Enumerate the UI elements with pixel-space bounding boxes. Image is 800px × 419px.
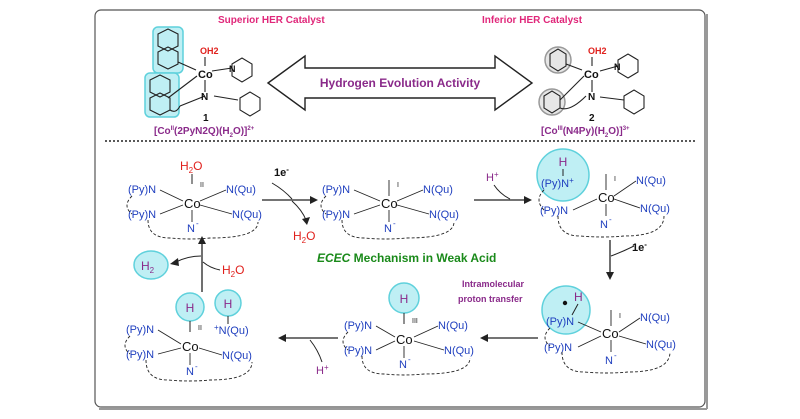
- species-co-ii-aqua: H2O (Py)N (Py)N N(Qu) N(Qu) Co II N -: [126, 159, 262, 240]
- svg-text:N: N: [600, 219, 608, 231]
- svg-text:(Py)N: (Py)N: [126, 324, 154, 336]
- svg-text:(Py)N: (Py)N: [344, 345, 372, 357]
- svg-text:N(Qu): N(Qu): [640, 203, 670, 215]
- species-radical: H (Py)N (Py)N N(Qu) N(Qu) Co I N -: [541, 285, 676, 374]
- pyridine-highlight-2: [538, 88, 566, 116]
- superior-title: Superior HER Catalyst: [218, 15, 325, 26]
- mechanism-title: ECEC Mechanism in Weak Acid: [317, 251, 496, 265]
- svg-text:-: -: [393, 219, 396, 228]
- cat1-oh2: OH2: [200, 46, 219, 56]
- svg-text:II: II: [200, 182, 204, 189]
- svg-text:N: N: [186, 366, 194, 378]
- svg-text:N(Qu): N(Qu): [444, 345, 474, 357]
- cat2-nitrogen-py: N: [614, 62, 621, 72]
- species-co-i-protonated: H (Py)N+ (Py)N N(Qu) N(Qu) Co I N -: [536, 148, 670, 238]
- cat1-cobalt: Co: [198, 69, 213, 81]
- svg-text:H: H: [559, 155, 568, 169]
- svg-text:Co: Co: [602, 326, 619, 341]
- cat1-formula: [CoII(2PyN2Q)(H2O)]2+: [154, 126, 255, 139]
- svg-text:N: N: [399, 359, 407, 371]
- svg-text:(Py)N: (Py)N: [322, 209, 350, 221]
- catalyst-1-structure: [144, 26, 261, 118]
- svg-text:(Py)N: (Py)N: [544, 342, 572, 354]
- cat1-nitrogen-amine: N: [201, 92, 208, 103]
- step-3-electron: 1e-: [632, 240, 647, 254]
- svg-text:N(Qu): N(Qu): [222, 350, 252, 362]
- svg-text:I: I: [619, 313, 621, 320]
- svg-text:N(Qu): N(Qu): [232, 209, 262, 221]
- intramolecular-label-1: Intramolecular: [462, 279, 525, 289]
- cat2-cobalt: Co: [584, 69, 599, 81]
- cat1-nitrogen-py: N: [229, 64, 236, 74]
- svg-text:II: II: [198, 325, 202, 332]
- svg-text:-: -: [195, 362, 198, 371]
- svg-text:III: III: [412, 318, 418, 325]
- step-1-in-curve: [271, 182, 293, 200]
- svg-text:Co: Co: [396, 332, 413, 347]
- step-5-in-curve: [309, 339, 323, 363]
- intramolecular-label-2: proton transfer: [458, 294, 523, 304]
- svg-text:H: H: [186, 301, 195, 315]
- svg-text:Co: Co: [184, 196, 201, 211]
- cat1-number: 1: [203, 113, 209, 124]
- inferior-title: Inferior HER Catalyst: [482, 15, 583, 26]
- svg-text:-: -: [408, 355, 411, 364]
- svg-text:H2O: H2O: [180, 159, 202, 175]
- step-1-electron: 1e-: [274, 165, 289, 179]
- activity-double-arrow: [266, 54, 534, 112]
- svg-text:(Py)N: (Py)N: [128, 184, 156, 196]
- cat2-formula: [CoIII(N4Py)(H2O)]3+: [541, 126, 630, 139]
- svg-text:-: -: [609, 215, 612, 224]
- cat2-number: 2: [589, 113, 595, 124]
- svg-text:I: I: [614, 176, 616, 183]
- svg-text:(Py)N: (Py)N: [344, 320, 372, 332]
- svg-text:(Py)N+: (Py)N+: [541, 176, 574, 190]
- svg-text:N(Qu): N(Qu): [646, 339, 676, 351]
- species-co-ii-dihydrogen-precursor: H H +N(Qu) (Py)N (Py)N N(Qu) Co II N -: [124, 289, 253, 382]
- svg-text:N(Qu): N(Qu): [636, 175, 666, 187]
- svg-text:(Py)N: (Py)N: [540, 205, 568, 217]
- svg-text:-: -: [196, 219, 199, 228]
- svg-text:N: N: [187, 223, 195, 235]
- activity-arrow-label: Hydrogen Evolution Activity: [320, 76, 481, 90]
- svg-text:(Py)N: (Py)N: [546, 316, 574, 328]
- step-6-in-curve: [202, 261, 221, 271]
- step-6-water-in: H2O: [222, 263, 244, 279]
- step-2-in-curve: [493, 184, 511, 200]
- svg-text:Co: Co: [381, 196, 398, 211]
- svg-text:N(Qu): N(Qu): [429, 209, 459, 221]
- pyridine-highlight-1: [544, 46, 572, 74]
- cat2-oh2: OH2: [588, 46, 607, 56]
- svg-text:H: H: [574, 290, 583, 304]
- svg-text:N: N: [384, 223, 392, 235]
- svg-text:I: I: [397, 182, 399, 189]
- svg-text:(Py)N: (Py)N: [128, 209, 156, 221]
- svg-text:N(Qu): N(Qu): [423, 184, 453, 196]
- svg-text:H: H: [400, 292, 409, 306]
- svg-text:N(Qu): N(Qu): [640, 312, 670, 324]
- species-co-iii-hydride: H (Py)N (Py)N N(Qu) N(Qu) Co III N -: [342, 282, 474, 376]
- svg-text:-: -: [614, 351, 617, 360]
- cat2-nitrogen-amine: N: [588, 92, 595, 103]
- h2-product-highlight: [133, 250, 169, 280]
- svg-text:+N(Qu): +N(Qu): [214, 323, 249, 337]
- catalyst-2-structure: [538, 46, 645, 116]
- species-co-i: (Py)N (Py)N N(Qu) N(Qu) Co I N -: [320, 180, 459, 240]
- svg-text:N(Qu): N(Qu): [438, 320, 468, 332]
- svg-text:Co: Co: [598, 190, 615, 205]
- svg-text:(Py)N: (Py)N: [322, 184, 350, 196]
- step-1-water-out: H2O: [293, 229, 315, 245]
- svg-text:N(Qu): N(Qu): [226, 184, 256, 196]
- step-3-in-curve: [610, 245, 635, 257]
- svg-text:Co: Co: [182, 339, 199, 354]
- svg-text:(Py)N: (Py)N: [126, 349, 154, 361]
- svg-text:H: H: [224, 297, 233, 311]
- svg-text:N: N: [605, 355, 613, 367]
